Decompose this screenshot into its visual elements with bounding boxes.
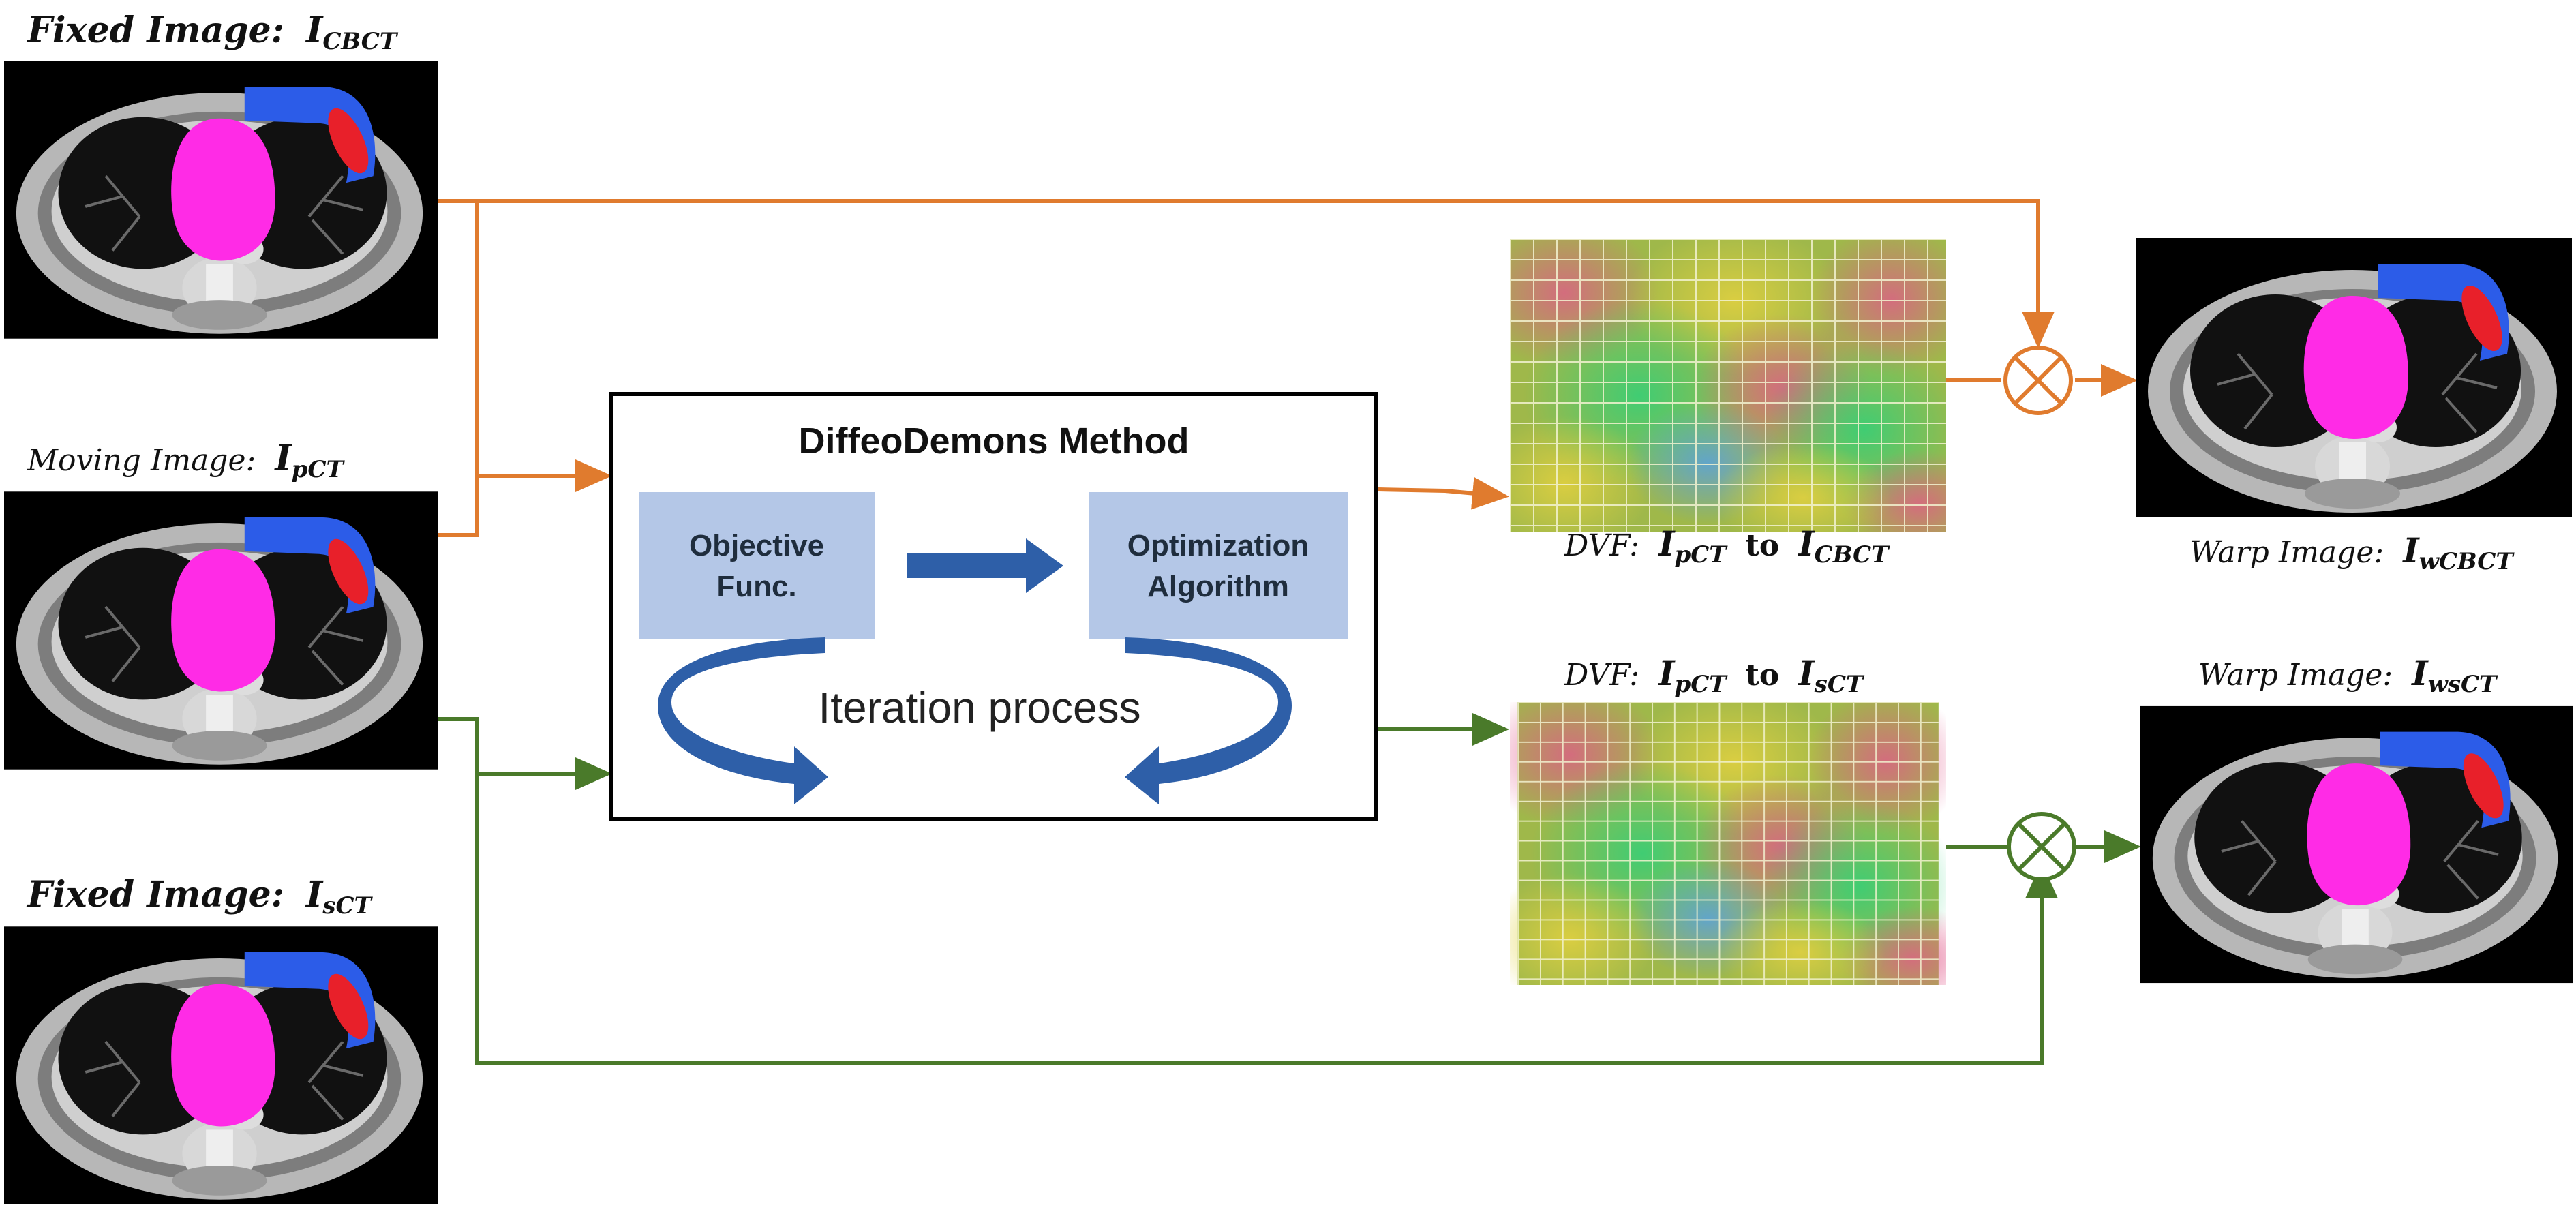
fixed-sct-caption: Fixed Image: IsCT: [26, 874, 374, 920]
moving-pct-symbol: I: [273, 438, 292, 479]
warp-sct-image: [2140, 706, 2573, 983]
fixed-cbct-label: Fixed Image:: [26, 10, 284, 51]
warp-cbct-caption: Warp Image: IwCBCT: [2189, 530, 2515, 575]
warp-sct-caption: Warp Image: IwsCT: [2198, 653, 2498, 698]
dvf-sct-caption: DVF: IpCT to IsCT: [1564, 653, 1865, 699]
green-connectors: [438, 713, 2141, 1065]
fixed-sct-image: [4, 926, 438, 1205]
curved-arrow-icon: [658, 637, 828, 804]
dvf-cbct-caption: DVF: IpCT to ICBCT: [1564, 523, 1890, 570]
cbct-branch-line: [438, 201, 479, 537]
right-arrow-icon: [907, 538, 1063, 593]
warp-cbct-image: [2136, 238, 2572, 517]
cbct-to-warp-arrow: [438, 199, 2055, 348]
fixed-cbct-image: [4, 60, 438, 339]
dvf-sct-symbol-2: I: [1797, 653, 1815, 693]
warp-sct-subscript: wsCT: [2428, 671, 2498, 698]
dvf-sct-symbol-1: I: [1657, 653, 1676, 693]
sct-to-warp-arrow: [438, 717, 2058, 1065]
objective-box: [639, 492, 875, 639]
objective-label-2: Func.: [716, 570, 796, 603]
dvf-cbct-subscript-2: CBCT: [1815, 541, 1890, 568]
dvf-cbct-symbol-2: I: [1797, 523, 1815, 564]
optimization-label-1: Optimization: [1127, 529, 1309, 562]
fixed-sct-subscript: sCT: [322, 892, 373, 920]
warp-cbct-label: Warp Image:: [2189, 535, 2384, 570]
dvf-cbct-label: DVF:: [1564, 528, 1639, 563]
optimization-label-2: Algorithm: [1147, 570, 1289, 603]
dvf-cbct-image: [1510, 239, 1946, 532]
curved-arrow-icon: [1125, 637, 1292, 804]
dvf-sct-to: to: [1746, 658, 1780, 693]
moving-pct-caption: Moving Image: IpCT: [27, 438, 345, 483]
multiply-circle-icon: [2007, 812, 2076, 881]
method-box: DiffeoDemons Method Objective Func. Opti…: [609, 392, 1378, 821]
warp-cbct-subscript: wCBCT: [2419, 548, 2515, 575]
fixed-cbct-subscript: CBCT: [322, 28, 398, 55]
dvf-cbct-symbol-1: I: [1657, 523, 1676, 564]
optimization-box: [1089, 492, 1348, 639]
warp-sct-label: Warp Image:: [2198, 658, 2393, 693]
dvf-sct-subscript-2: sCT: [1814, 671, 1865, 698]
dvf-cbct-to: to: [1746, 528, 1780, 563]
method-to-dvf-cbct-arrow: [1378, 476, 1509, 510]
dvf-sct-label: DVF:: [1564, 658, 1639, 693]
iteration-label: Iteration process: [818, 683, 1140, 732]
dvf-sct-subscript-1: pCT: [1674, 671, 1728, 698]
fixed-cbct-symbol: I: [305, 10, 324, 51]
dvf-sct-image: [1510, 702, 1946, 985]
moving-pct-image: [4, 491, 438, 770]
method-title: DiffeoDemons Method: [799, 421, 1189, 461]
fixed-sct-symbol: I: [305, 874, 324, 915]
dvf-cbct-subscript-1: pCT: [1674, 541, 1728, 568]
fixed-sct-label: Fixed Image:: [26, 874, 284, 915]
warp-sct-symbol: I: [2410, 653, 2429, 693]
objective-label-1: Objective: [689, 529, 824, 562]
moving-pct-subscript: pCT: [292, 456, 346, 483]
orange-connectors: [438, 199, 2138, 537]
multiply-circle-icon: [2003, 346, 2073, 415]
fixed-cbct-caption: Fixed Image: ICBCT: [26, 10, 399, 55]
warp-cbct-symbol: I: [2401, 530, 2420, 571]
moving-pct-label: Moving Image:: [27, 443, 256, 478]
